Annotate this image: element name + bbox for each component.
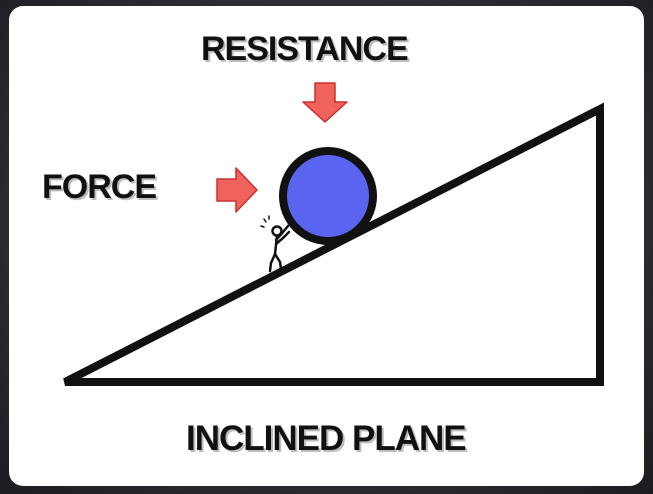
- diagram-panel: RESISTANCE FORCE INCLINED PLANE: [9, 6, 644, 486]
- inclined-plane-triangle: [63, 102, 604, 386]
- ball-icon: [279, 147, 377, 245]
- down-arrow-icon: [302, 82, 348, 123]
- force-label: FORCE: [42, 168, 157, 206]
- stick-figure-icon: [260, 215, 291, 273]
- right-arrow-icon: [216, 167, 258, 213]
- resistance-label: RESISTANCE: [201, 30, 409, 68]
- diagram-title: INCLINED PLANE: [186, 419, 467, 458]
- inclined-plane-diagram: [63, 82, 604, 386]
